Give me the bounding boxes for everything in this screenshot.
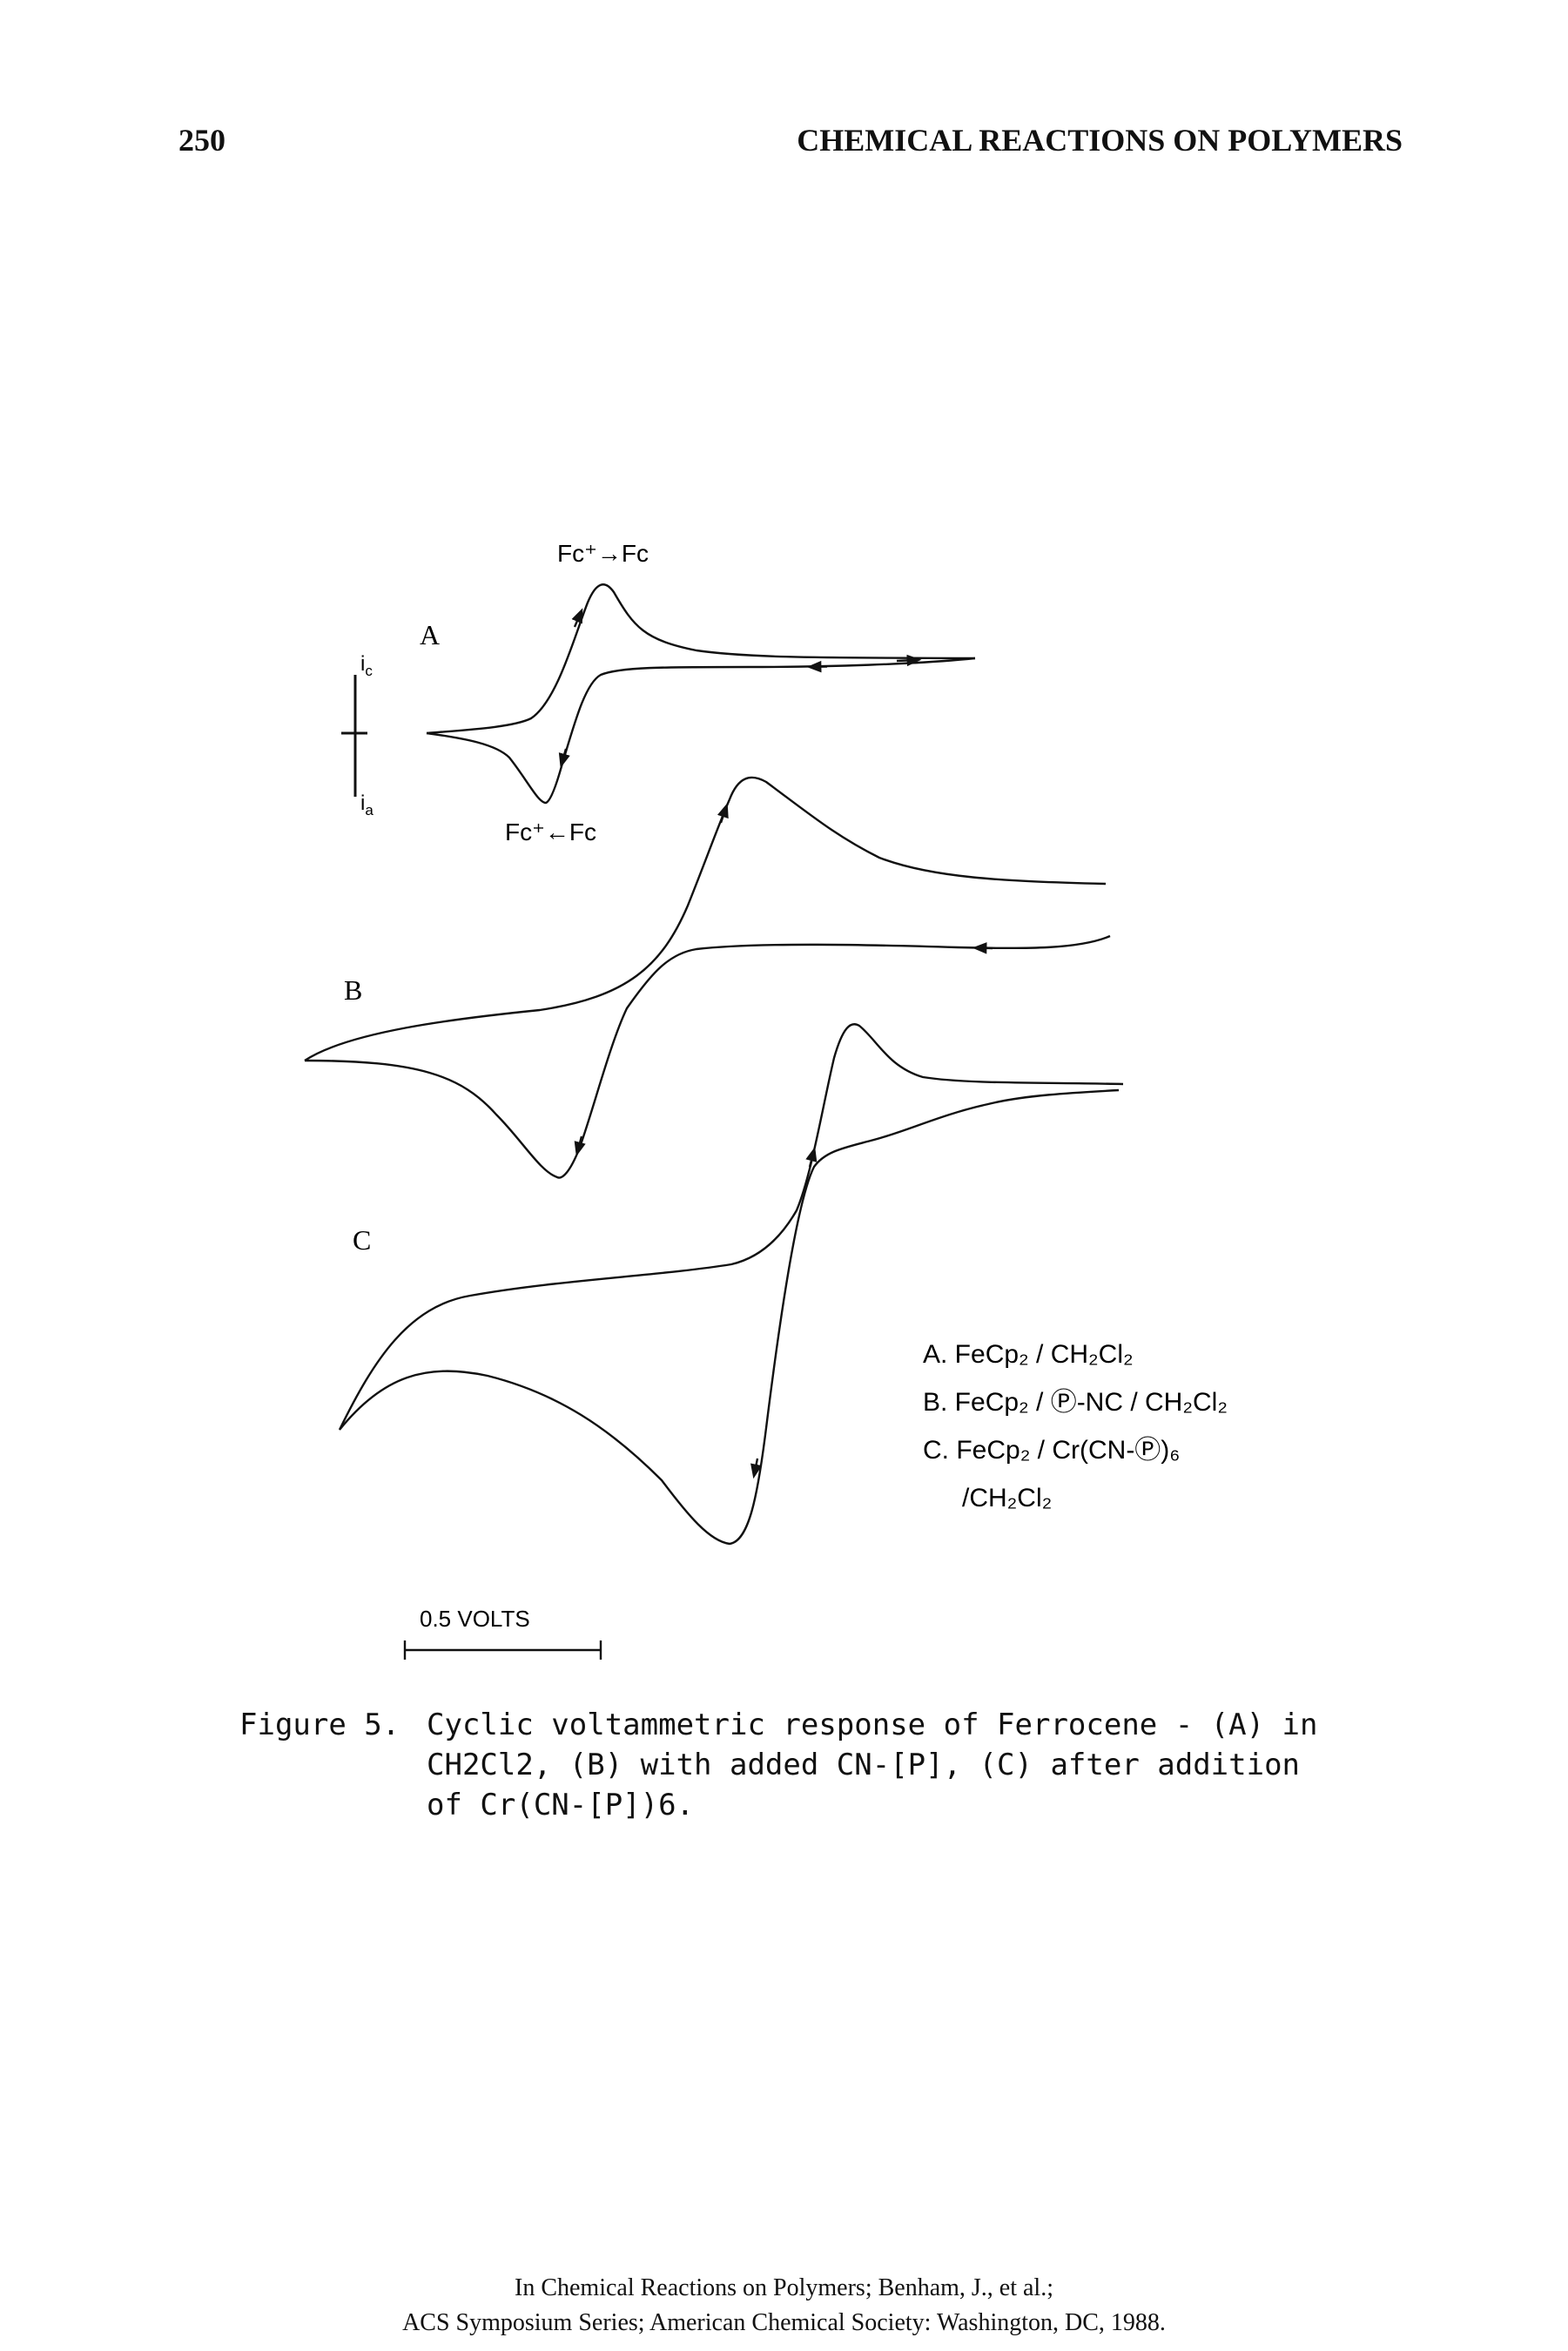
legend-entry-b: B. FeCp₂ / Ⓟ-NC / CH₂Cl₂ — [923, 1388, 1228, 1417]
caption-text: Cyclic voltammetric response of Ferrocen… — [427, 1708, 1318, 1822]
curve-b — [304, 776, 1111, 1179]
curve-a-anodic-sweep — [426, 657, 976, 805]
legend: A. FeCp₂ / CH₂Cl₂ B. FeCp₂ / Ⓟ-NC / CH₂C… — [923, 1340, 1228, 1512]
curve-b-cathodic-sweep — [304, 776, 1107, 1062]
curve-c — [338, 1023, 1124, 1546]
voltage-scale-bar: 0.5 VOLTS — [403, 1606, 602, 1660]
panel-label-b: B — [344, 974, 362, 1006]
current-axis: ic ia — [341, 652, 373, 818]
running-title: CHEMICAL REACTIONS ON POLYMERS — [797, 123, 1403, 158]
footer-citation-line2: ACS Symposium Series; American Chemical … — [402, 2309, 1166, 2336]
scale-bar-label: 0.5 VOLTS — [420, 1606, 530, 1632]
panel-label-c: C — [353, 1224, 371, 1256]
legend-entry-a: A. FeCp₂ / CH₂Cl₂ — [923, 1340, 1134, 1369]
axis-ic-label: ic — [360, 652, 373, 679]
footer-citation-line1: In Chemical Reactions on Polymers; Benha… — [515, 2274, 1053, 2301]
page-number: 250 — [178, 123, 225, 158]
legend-entry-c-cont: /CH₂Cl₂ — [962, 1484, 1052, 1512]
curve-b-anodic-sweep — [304, 934, 1111, 1179]
caption-label: Figure 5. — [239, 1708, 400, 1742]
figure-caption: Figure 5. Cyclic voltammetric response of… — [239, 1705, 1371, 1825]
legend-entry-c: C. FeCp₂ / Cr(CN-Ⓟ)₆ — [923, 1436, 1180, 1465]
curve-a-cathodic-sweep — [426, 583, 976, 735]
curve-a — [426, 583, 976, 805]
annotation-oxidation: Fc⁺←Fc — [505, 818, 596, 845]
panel-label-a: A — [420, 619, 440, 650]
axis-ia-label: ia — [360, 792, 373, 818]
curve-c-anodic-sweep — [339, 1088, 1120, 1546]
annotation-reduction: Fc⁺→Fc — [557, 540, 649, 567]
curve-c-cathodic-sweep — [338, 1023, 1124, 1431]
